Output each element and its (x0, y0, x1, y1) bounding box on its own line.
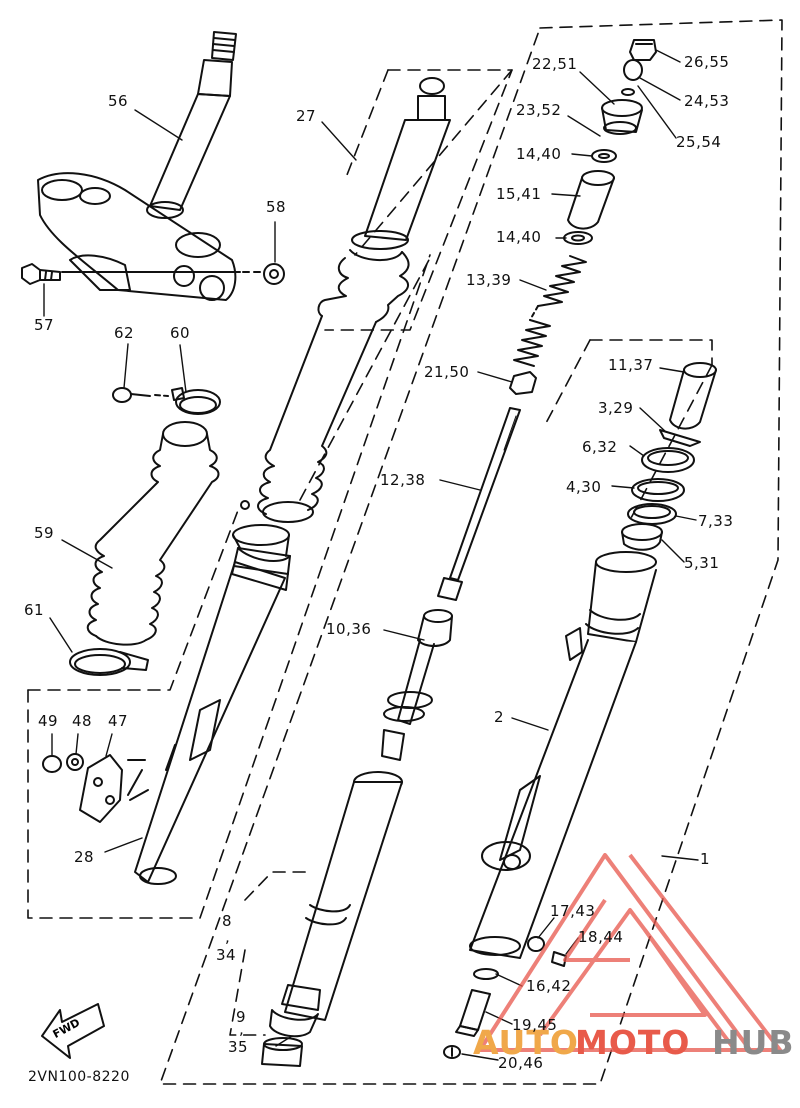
screw-20 (443, 1045, 461, 1059)
nut-21 (509, 371, 537, 395)
part-label-1: 1 (700, 850, 711, 868)
clamp-61 (69, 648, 149, 676)
part-label-48: 48 (72, 712, 93, 730)
leader-lines (43, 49, 699, 1061)
part-label-59: 59 (34, 524, 55, 542)
part-label-61: 61 (24, 601, 45, 619)
part-label-57: 57 (34, 316, 55, 334)
cap-49 (42, 755, 62, 773)
part-label-20-46: 20,46 (498, 1054, 544, 1072)
inner-tube-8 (269, 771, 403, 1038)
part-label-13-39: 13,39 (466, 271, 512, 289)
clamp-60 (171, 387, 221, 415)
spring-13 (513, 255, 587, 367)
part-label-15-41: 15,41 (496, 185, 542, 203)
cap-22 (601, 99, 643, 135)
part-label-2: 2 (494, 708, 505, 726)
part-label-12-38: 12,38 (380, 471, 426, 489)
washer-48 (66, 753, 84, 771)
watermark-text-moto: MOTO (575, 1023, 691, 1062)
part-label-17-43: 17,43 (550, 902, 596, 920)
part-label-21-50: 21,50 (424, 363, 470, 381)
part-label-10-36: 10,36 (326, 620, 372, 638)
seat-14a (591, 149, 617, 163)
fwd-arrow-icon (41, 1003, 105, 1059)
seal-7 (627, 503, 677, 525)
part-label-56: 56 (108, 92, 129, 110)
nut-58 (263, 263, 285, 285)
seal-6 (641, 447, 695, 473)
part-label-35: 35 (228, 1038, 249, 1056)
part-label-11-37: 11,37 (608, 356, 654, 374)
oring-16 (473, 968, 499, 980)
part-label-24-53: 24,53 (684, 92, 730, 110)
spacer-11 (669, 362, 717, 430)
part-label-19-45: 19,45 (512, 1016, 558, 1034)
part-label-62: 62 (114, 324, 135, 342)
watermark-text-hub: HUB (712, 1023, 795, 1062)
part-label-34: 34 (216, 946, 237, 964)
part-label-49: 49 (38, 712, 59, 730)
outer-tube-2 (469, 551, 657, 959)
group-outline-1 (159, 19, 783, 1085)
bushing-5 (621, 523, 663, 551)
part-label-3-29: 3,29 (598, 399, 634, 417)
part-label-28: 28 (74, 848, 95, 866)
cylinder-10 (381, 609, 453, 761)
drawing-code: 2VN100-8220 (28, 1069, 130, 1085)
fork-boot-59 (86, 421, 220, 646)
part-label-27: 27 (296, 107, 317, 125)
plug-19 (455, 989, 491, 1037)
part-label-25-54: 25,54 (676, 133, 722, 151)
bolt-62 (112, 387, 169, 403)
watermark-logo-icon (478, 853, 782, 1052)
pinch-bolt-57 (21, 263, 61, 285)
watermark-text-auto: AUTO (473, 1023, 579, 1062)
bushing-9-35 (261, 1037, 303, 1067)
group-outline-11-3 (544, 339, 713, 521)
part-label-47: 47 (108, 712, 129, 730)
part-label-26-55: 26,55 (684, 53, 730, 71)
part-label-8-sep: , (225, 928, 231, 946)
part-label-22-51: 22,51 (532, 55, 578, 73)
part-label-14-40-b: 14,40 (496, 228, 542, 246)
part-label-18-44: 18,44 (578, 928, 624, 946)
small-parts-17-18 (527, 936, 567, 967)
oring-24 (621, 59, 643, 96)
holder-47 (79, 754, 123, 823)
seat-14b (563, 231, 593, 245)
damper-rod-12 (437, 407, 521, 601)
part-label-9-sep: , (239, 1020, 245, 1038)
part-label-8: 8 (222, 912, 233, 930)
part-label-4-30: 4,30 (566, 478, 602, 496)
spacer-15 (567, 170, 615, 230)
part-label-7-33: 7,33 (698, 512, 734, 530)
washer-4 (631, 478, 685, 502)
part-label-60: 60 (170, 324, 191, 342)
part-label-9: 9 (236, 1008, 247, 1026)
upper-tube-27 (240, 77, 451, 523)
inner-tube-28 (127, 524, 291, 885)
cap-bolt-26 (629, 39, 657, 61)
part-label-14-40-a: 14,40 (516, 145, 562, 163)
part-label-23-52: 23,52 (516, 101, 562, 119)
under-bracket (37, 172, 263, 301)
steering-stem (146, 31, 237, 219)
group-outline-8-34 (229, 871, 311, 1036)
part-label-6-32: 6,32 (582, 438, 618, 456)
part-label-58: 58 (266, 198, 287, 216)
part-label-5-31: 5,31 (684, 554, 720, 572)
part-label-16-42: 16,42 (526, 977, 572, 995)
clip-3 (659, 429, 701, 447)
